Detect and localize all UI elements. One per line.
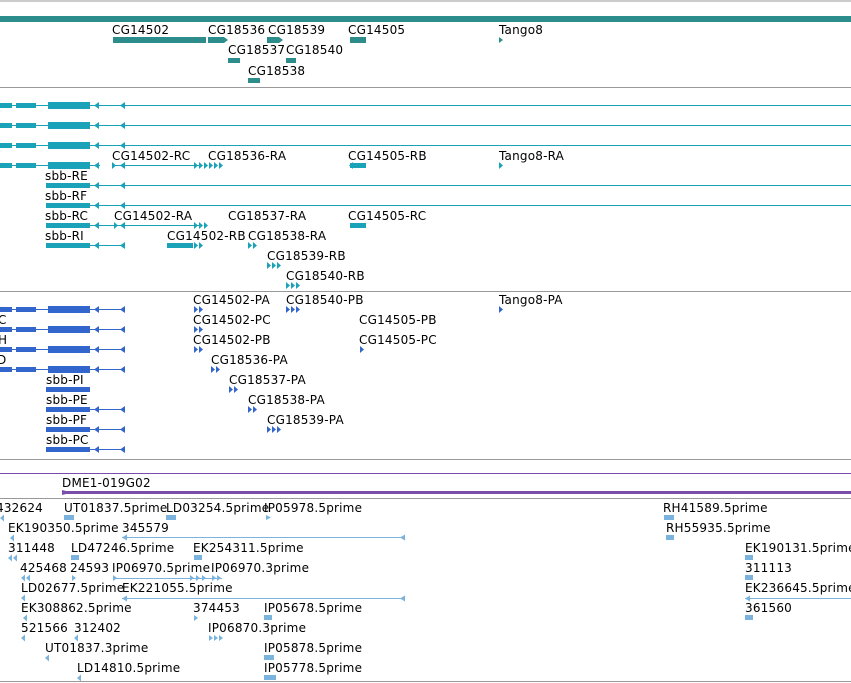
transcript-label[interactable]: CG14502-RB: [167, 229, 246, 243]
transcript-label[interactable]: sbb-RC: [45, 209, 88, 223]
gene-feature[interactable]: [228, 58, 240, 63]
clone-label[interactable]: DME1-019G02: [62, 476, 151, 490]
transcript-b-labels: C H D CG14502-PA CG18540-PB Tango8-PA CG…: [0, 293, 563, 447]
gene-feature[interactable]: [350, 37, 366, 43]
transcript-label[interactable]: CG18538-PA: [248, 393, 325, 407]
transcript-label[interactable]: sbb-RF: [45, 189, 87, 203]
est-labels: 432624 UT01837.5prime LD03254.5prime IP0…: [0, 501, 851, 675]
gene-feature[interactable]: [248, 78, 260, 83]
transcript-label[interactable]: D: [0, 353, 6, 367]
transcript-label[interactable]: CG14505-RC: [348, 209, 426, 223]
gene-feature[interactable]: [499, 37, 503, 43]
est-label[interactable]: 312402: [74, 621, 121, 635]
est-label[interactable]: LD47246.5prime: [71, 541, 174, 555]
transcript-label[interactable]: CG14502-PA: [193, 293, 270, 307]
transcript-label[interactable]: CG18536-RA: [208, 149, 287, 163]
transcript-label[interactable]: CG14502-RC: [112, 149, 190, 163]
est-label[interactable]: EK254311.5prime: [193, 541, 304, 555]
gene-label[interactable]: CG14505: [348, 23, 405, 37]
est-label[interactable]: 521566: [21, 621, 68, 635]
gene-label[interactable]: CG18539: [268, 23, 325, 37]
est-label[interactable]: IP05978.5prime: [264, 501, 362, 515]
est-label[interactable]: IP06870.3prime: [208, 621, 306, 635]
region-bar: [0, 16, 851, 22]
transcript-label[interactable]: sbb-PE: [46, 393, 88, 407]
est-label[interactable]: LD03254.5prime: [166, 501, 269, 515]
est-label[interactable]: 311448: [8, 541, 55, 555]
est-label[interactable]: EK221055.5prime: [122, 581, 233, 595]
est-label[interactable]: IP06970.5prime: [112, 561, 210, 575]
est-label[interactable]: EK190131.5prime: [745, 541, 851, 555]
transcript-a-labels: CG14502-RC CG18536-RA CG14505-RB Tango8-…: [45, 149, 565, 283]
transcript-label[interactable]: sbb-PI: [46, 373, 84, 387]
est-label[interactable]: UT01837.3prime: [45, 641, 149, 655]
gene-label[interactable]: Tango8: [498, 23, 543, 37]
est-label[interactable]: IP05878.5prime: [264, 641, 362, 655]
est-label[interactable]: 361560: [745, 601, 792, 615]
est-label[interactable]: 24593: [70, 561, 109, 575]
est-label[interactable]: 345579: [122, 521, 169, 535]
gene-label[interactable]: CG18538: [248, 64, 305, 78]
transcript-label[interactable]: CG14502-PC: [193, 313, 271, 327]
transcript-label[interactable]: sbb-PF: [46, 413, 87, 427]
transcript-label[interactable]: CG14502-PB: [193, 333, 271, 347]
transcript-label[interactable]: CG18540-RB: [286, 269, 365, 283]
gene-feature[interactable]: [267, 37, 279, 43]
est-label[interactable]: RH41589.5prime: [663, 501, 768, 515]
transcript-label[interactable]: Tango8-PA: [498, 293, 563, 307]
transcript-label[interactable]: C: [0, 313, 7, 327]
transcript-label[interactable]: CG18537-PA: [229, 373, 306, 387]
gene-labels: CG14502 CG18536 CG18539 CG14505 Tango8 C…: [112, 23, 543, 78]
transcript-label[interactable]: CG18540-PB: [286, 293, 364, 307]
gene-label[interactable]: CG18536: [208, 23, 265, 37]
est-label[interactable]: 432624: [0, 501, 43, 515]
transcript-label[interactable]: CG18538-RA: [248, 229, 327, 243]
est-label[interactable]: EK190350.5prime: [8, 521, 119, 535]
est-label[interactable]: IP05778.5prime: [264, 661, 362, 675]
est-label[interactable]: 374453: [193, 601, 240, 615]
gene-label[interactable]: CG14502: [112, 23, 169, 37]
gene-track: [113, 37, 503, 83]
transcript-label[interactable]: sbb-PC: [46, 433, 89, 447]
transcript-label[interactable]: CG18536-PA: [211, 353, 288, 367]
transcript-label[interactable]: CG14502-RA: [114, 209, 193, 223]
est-label[interactable]: IP06970.3prime: [211, 561, 309, 575]
transcript-label[interactable]: CG14505-RB: [348, 149, 427, 163]
transcript-track-a: [0, 102, 851, 289]
gene-feature[interactable]: [113, 37, 206, 43]
est-label[interactable]: LD02677.5prime: [21, 581, 124, 595]
est-label[interactable]: UT01837.5prime: [64, 501, 168, 515]
est-label[interactable]: 425468: [20, 561, 67, 575]
clone-feature[interactable]: [62, 491, 851, 494]
gene-label[interactable]: CG18540: [286, 43, 343, 57]
est-label[interactable]: IP05678.5prime: [264, 601, 362, 615]
est-label[interactable]: RH55935.5prime: [666, 521, 771, 535]
transcript-label[interactable]: sbb-RE: [45, 169, 88, 183]
transcript-label[interactable]: CG18537-RA: [228, 209, 307, 223]
transcript-track-b: [0, 306, 503, 453]
est-label[interactable]: EK308862.5prime: [21, 601, 132, 615]
gene-feature[interactable]: [286, 58, 296, 63]
transcript-label[interactable]: sbb-RI: [45, 229, 84, 243]
transcript-label[interactable]: H: [0, 333, 7, 347]
est-label[interactable]: 311113: [745, 561, 792, 575]
est-label[interactable]: LD14810.5prime: [77, 661, 180, 675]
est-track: [0, 514, 851, 682]
gene-feature[interactable]: [208, 37, 224, 43]
gene-label[interactable]: CG18537: [228, 43, 285, 57]
clone-track: DME1-019G02: [62, 476, 851, 495]
transcript-label[interactable]: CG14505-PB: [359, 313, 437, 327]
transcript-label[interactable]: CG14505-PC: [359, 333, 437, 347]
transcript-label[interactable]: CG18539-PA: [267, 413, 344, 427]
est-label[interactable]: EK236645.5prime: [745, 581, 851, 595]
transcript-label[interactable]: CG18539-RB: [267, 249, 346, 263]
transcript-label[interactable]: Tango8-RA: [498, 149, 565, 163]
